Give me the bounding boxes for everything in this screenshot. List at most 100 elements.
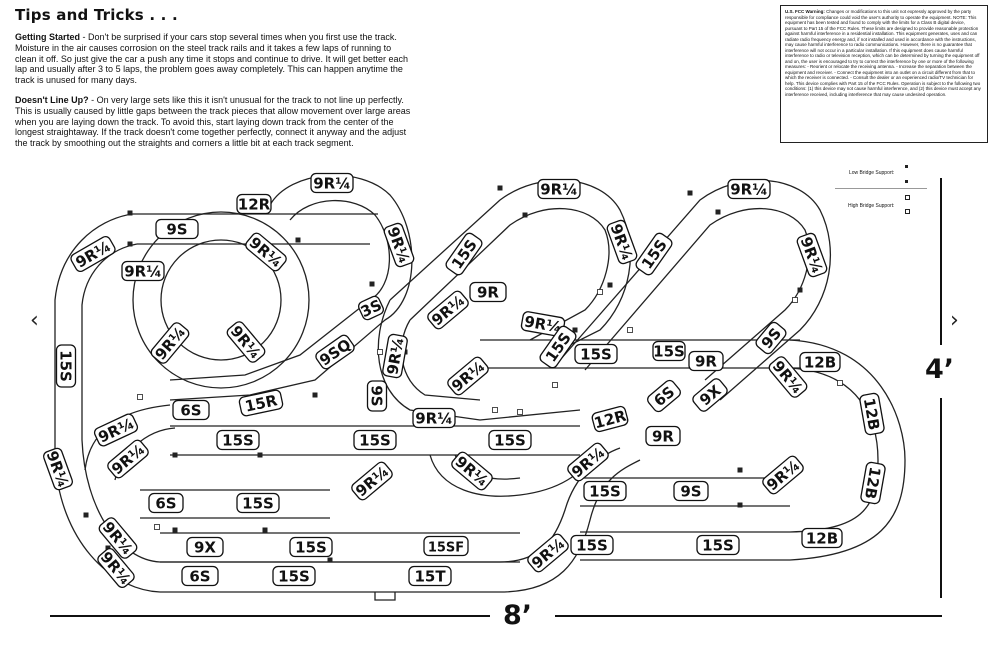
track-straight-row-2 (140, 489, 330, 519)
track-piece-badge (606, 219, 638, 265)
track-piece-label: 15S (696, 534, 740, 556)
track-piece-badge (70, 235, 116, 273)
track-piece-badge (181, 565, 219, 587)
track-rows-mid (480, 339, 800, 369)
track-piece-badge (583, 480, 627, 502)
prev-slide-chevron-icon[interactable]: ‹ (30, 308, 39, 333)
low-bridge-support-marker (522, 212, 528, 218)
low-bridge-support-marker (257, 452, 263, 458)
track-piece-badge (447, 356, 489, 396)
track-piece-label: 15S (570, 534, 614, 556)
bridge-supports (83, 185, 843, 563)
track-piece-text: 9S (166, 221, 187, 239)
low-bridge-support-marker (327, 557, 333, 563)
low-bridge-support-marker (312, 392, 318, 398)
track-piece-text: 9S (680, 483, 701, 501)
track-small-loop-inner (160, 239, 282, 361)
track-piece-text: 15S (278, 568, 310, 586)
track-piece-text: 6S (180, 402, 201, 420)
low-bridge-support-marker (83, 512, 89, 518)
track-piece-badge (570, 534, 614, 556)
track-piece-text: 15S (222, 432, 254, 450)
track-piece-text: 12B (804, 354, 836, 372)
track-piece-label: 9S (755, 321, 787, 355)
track-piece-label: 9R (688, 350, 724, 372)
track-piece-badge (591, 405, 629, 433)
track-piece-label: 9R¼ (93, 413, 139, 447)
track-piece-badge (42, 447, 74, 491)
track-piece-label: 15S (216, 429, 260, 451)
track-piece-badge (537, 178, 581, 200)
track-piece-label: 9R¼ (427, 290, 469, 330)
track-piece-label: 15S (488, 429, 532, 451)
doesnt-line-up-heading: Doesn't Line Up? (15, 94, 89, 105)
track-piece-badge (150, 322, 190, 364)
track-piece-badge (635, 232, 673, 276)
track-piece-label: 9R¼ (150, 322, 190, 364)
track-piece-badge (172, 399, 210, 421)
track-piece-text: 12B (861, 465, 884, 500)
track-piece-badge (652, 340, 686, 362)
fcc-warning-box: U.S. FCC Warning: Changes or modificatio… (780, 5, 988, 143)
track-piece-text: 15S (702, 537, 734, 555)
low-bridge-support-marker (172, 452, 178, 458)
track-piece-badge (236, 492, 280, 514)
track-piece-badge (688, 350, 724, 372)
low-bridge-support-marker (127, 241, 133, 247)
next-slide-chevron-icon[interactable]: › (950, 308, 959, 333)
track-piece-label: 9X (692, 378, 728, 412)
track-piece-badge (351, 461, 393, 501)
low-bridge-marker-icon (905, 180, 908, 183)
track-rows-right (580, 477, 790, 561)
track-piece-label: 12R (591, 405, 629, 432)
low-bridge-support-marker (715, 209, 721, 215)
track-right-loop-outer (789, 339, 906, 561)
track-piece-badge (216, 429, 260, 451)
track-piece-badge (358, 295, 384, 321)
track-piece-label: 15SF (423, 535, 469, 557)
low-bridge-support-marker (737, 502, 743, 508)
tips-panel: Tips and Tricks . . . Getting Started - … (15, 6, 415, 158)
track-piece-label: 9R¼ (796, 232, 828, 278)
track-piece-badge (93, 413, 139, 447)
track-piece-text: 9R¼ (313, 175, 351, 193)
track-piece-label: 9R (469, 281, 507, 303)
track-piece-badge (272, 565, 316, 587)
high-bridge-support-marker (597, 289, 603, 295)
track-piece-badge (755, 321, 787, 355)
low-bridge-marker-icon (905, 165, 908, 168)
low-bridge-support-marker (295, 237, 301, 243)
track-piece-badge (155, 218, 199, 240)
track-piece-badge (236, 193, 272, 215)
track-piece-badge (469, 281, 507, 303)
track-piece-badge (859, 392, 885, 436)
high-bridge-support-label: High Bridge Support: (848, 203, 895, 209)
high-bridge-support-marker (627, 327, 633, 333)
track-piece-label: 9R¼ (107, 439, 149, 479)
track-piece-badge (527, 533, 569, 573)
low-bridge-support-marker (172, 527, 178, 533)
track-piece-label: 6S (647, 379, 681, 413)
track-piece-badge (796, 232, 828, 278)
track-piece-text: 9X (194, 539, 216, 557)
track-piece-label: 12B (799, 351, 841, 373)
low-bridge-support-marker (262, 527, 268, 533)
track-piece-text: 9R¼ (124, 263, 162, 281)
track-piece-label: 15S (635, 232, 673, 276)
track-piece-label: 9R (645, 425, 681, 447)
width-dimension-label: 8’ (503, 600, 533, 631)
track-piece-badge (427, 290, 469, 330)
track-piece-label: 9R¼ (606, 219, 638, 265)
getting-started-text: - Don't be surprised if your cars stop s… (15, 32, 409, 86)
track-piece-text: 9R¼ (383, 336, 407, 376)
track-piece-label: 6S (148, 492, 184, 514)
track-piece-badge (445, 232, 483, 276)
track-piece-label: 9S (155, 218, 199, 240)
track-piece-badge (289, 536, 333, 558)
high-bridge-support-marker (377, 349, 383, 355)
track-piece-badge (98, 517, 138, 559)
low-bridge-support-marker (687, 190, 693, 196)
track-piece-label: 9R¼ (121, 260, 165, 282)
